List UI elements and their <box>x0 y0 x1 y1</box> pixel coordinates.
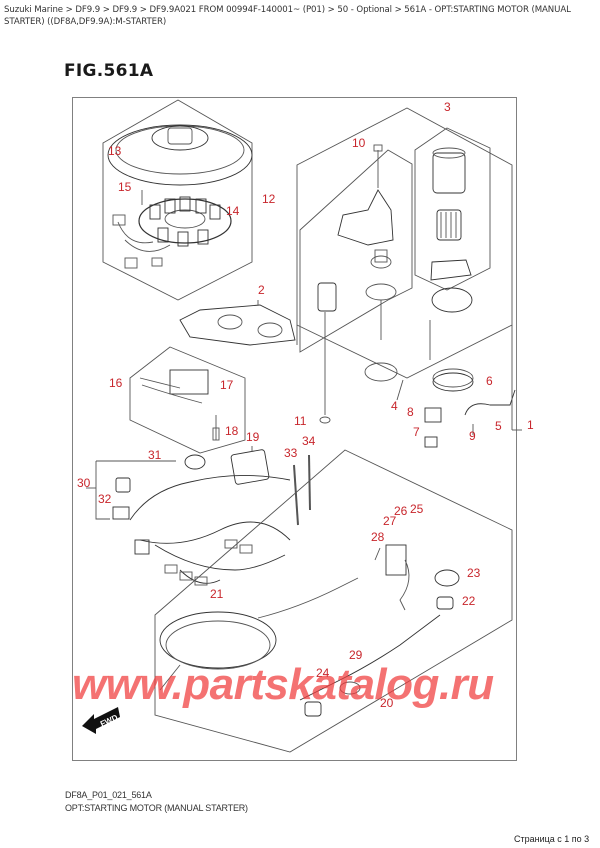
part-callout-29[interactable]: 29 <box>349 648 363 662</box>
part-callout-4[interactable]: 4 <box>391 399 398 413</box>
part-callout-21[interactable]: 21 <box>210 587 224 601</box>
part-callout-6[interactable]: 6 <box>486 374 493 388</box>
part-callout-14[interactable]: 14 <box>226 204 240 218</box>
part-callout-19[interactable]: 19 <box>246 430 260 444</box>
part-callout-24[interactable]: 24 <box>316 666 330 680</box>
part-callout-13[interactable]: 13 <box>108 144 122 158</box>
figure-code: DF8A_P01_021_561A <box>65 790 152 800</box>
part-callout-31[interactable]: 31 <box>148 448 162 462</box>
part-callout-34[interactable]: 34 <box>302 434 316 448</box>
pager-label: Страница с 1 по 3 <box>514 834 590 844</box>
part-callout-23[interactable]: 23 <box>467 566 481 580</box>
diagram-frame <box>72 97 517 761</box>
part-callout-11[interactable]: 11 <box>294 414 307 428</box>
part-callout-25[interactable]: 25 <box>410 502 424 516</box>
part-callout-1[interactable]: 1 <box>527 418 534 432</box>
breadcrumb[interactable]: Suzuki Marine > DF9.9 > DF9.9 > DF9.9A02… <box>4 5 571 27</box>
part-callout-5[interactable]: 5 <box>495 419 502 433</box>
part-callout-18[interactable]: 18 <box>225 424 239 438</box>
watermark: www.partskatalog.ru <box>72 660 494 709</box>
part-callout-15[interactable]: 15 <box>118 180 132 194</box>
part-callout-12[interactable]: 12 <box>262 192 276 206</box>
part-callout-3[interactable]: 3 <box>444 100 451 114</box>
magneto-group-outline <box>102 99 253 301</box>
part-callout-32[interactable]: 32 <box>98 492 112 506</box>
part-callout-22[interactable]: 22 <box>462 594 476 608</box>
part-callout-17[interactable]: 17 <box>220 378 234 392</box>
part-callout-28[interactable]: 28 <box>371 530 385 544</box>
part-callout-10[interactable]: 10 <box>352 136 366 150</box>
part-callout-30[interactable]: 30 <box>77 476 91 490</box>
part-callout-2[interactable]: 2 <box>258 283 265 297</box>
part-callout-20[interactable]: 20 <box>380 696 394 710</box>
figure-title: FIG.561A <box>64 61 154 81</box>
part-callout-33[interactable]: 33 <box>284 446 298 460</box>
starter-assembly-outline <box>296 107 513 379</box>
part-callout-26[interactable]: 26 <box>394 504 408 518</box>
part-callout-7[interactable]: 7 <box>413 425 420 439</box>
part-callout-9[interactable]: 9 <box>469 429 476 443</box>
figure-subtitle: OPT:STARTING MOTOR (MANUAL STARTER) <box>65 803 248 813</box>
part-callout-16[interactable]: 16 <box>109 376 123 390</box>
fwd-arrow-icon: FWD <box>82 707 120 734</box>
part-callout-8[interactable]: 8 <box>407 405 414 419</box>
part-callout-27[interactable]: 27 <box>383 514 397 528</box>
